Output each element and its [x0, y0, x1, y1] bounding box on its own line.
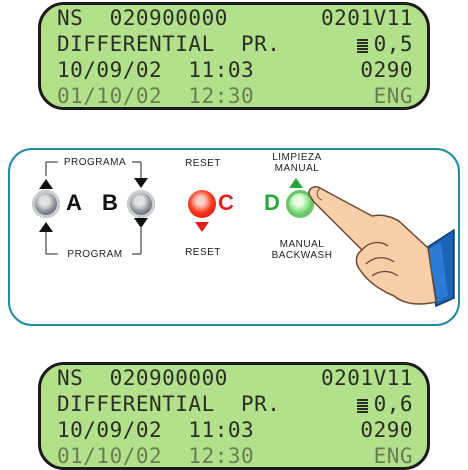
lcd-date-time-2: 01/10/02 12:30	[57, 84, 255, 108]
manual-backwash-label: MANUAL BACKWASH	[262, 239, 342, 261]
lcd-language: ENG	[373, 444, 413, 468]
lcd-serial: NS 020900000	[57, 366, 228, 390]
arrow-down-icon	[195, 222, 209, 232]
button-b[interactable]	[127, 190, 155, 218]
lcd-parameter-label: DIFFERENTIAL PR.	[57, 32, 281, 56]
arrow-up-icon	[39, 222, 53, 232]
lcd-parameter-value: 0,6	[373, 392, 413, 416]
lcd-line-4: 01/10/02 12:30 ENG	[57, 444, 413, 468]
manual-label-line-2: BACKWASH	[271, 250, 333, 261]
button-a-label: A	[66, 190, 82, 215]
program-label: PROGRAM	[58, 249, 132, 260]
cursor-block-icon	[356, 397, 368, 413]
arrow-down-icon	[134, 178, 148, 188]
lcd-line-1: NS 020900000 0201V11	[57, 366, 413, 390]
lcd-serial: NS 020900000	[57, 6, 228, 30]
lcd-language: ENG	[373, 84, 413, 108]
lcd-line-2: DIFFERENTIAL PR. 0,5	[57, 32, 413, 56]
manual-label-line-1: MANUAL	[279, 239, 325, 250]
limpieza-label-line-2: MANUAL	[274, 163, 320, 174]
lcd-line-3: 10/09/02 11:03 0290	[57, 418, 413, 442]
lcd-date-time-1: 10/09/02 11:03	[57, 418, 255, 442]
arrow-up-icon	[39, 179, 53, 189]
arrow-up-icon	[289, 178, 303, 188]
lcd-version: 0201V11	[320, 366, 413, 390]
lcd-line-3: 10/09/02 11:03 0290	[57, 58, 413, 82]
button-c-label: C	[218, 190, 234, 215]
keypad-panel: PROGRAMA PROGRAM A B RESET C RESET LIMPI…	[8, 148, 460, 326]
button-d-label: D	[264, 190, 280, 215]
lcd-line-1: NS 020900000 0201V11	[57, 6, 413, 30]
limpieza-label-line-1: LIMPIEZA	[272, 152, 322, 163]
hand-pointer-icon	[308, 185, 455, 308]
lcd-line-4: 01/10/02 12:30 ENG	[57, 84, 413, 108]
button-c[interactable]	[188, 190, 216, 218]
lcd-date-time-2: 01/10/02 12:30	[57, 444, 255, 468]
limpieza-manual-label: LIMPIEZA MANUAL	[262, 152, 332, 174]
button-a[interactable]	[32, 190, 60, 218]
lcd-counter: 0290	[360, 418, 413, 442]
lcd-parameter-value: 0,5	[373, 32, 413, 56]
cursor-block-icon	[356, 37, 368, 53]
arrow-down-icon	[134, 218, 148, 228]
reset-top-label: RESET	[185, 158, 221, 169]
programa-label: PROGRAMA	[58, 157, 132, 168]
lcd-date-time-1: 10/09/02 11:03	[57, 58, 255, 82]
lcd-counter: 0290	[360, 58, 413, 82]
lcd-line-2: DIFFERENTIAL PR. 0,6	[57, 392, 413, 416]
lcd-parameter-label: DIFFERENTIAL PR.	[57, 392, 281, 416]
lcd-display-before: NS 020900000 0201V11 DIFFERENTIAL PR. 0,…	[38, 2, 430, 110]
reset-bottom-label: RESET	[185, 247, 221, 258]
button-b-label: B	[102, 190, 118, 215]
lcd-display-after: NS 020900000 0201V11 DIFFERENTIAL PR. 0,…	[38, 362, 430, 470]
lcd-version: 0201V11	[320, 6, 413, 30]
